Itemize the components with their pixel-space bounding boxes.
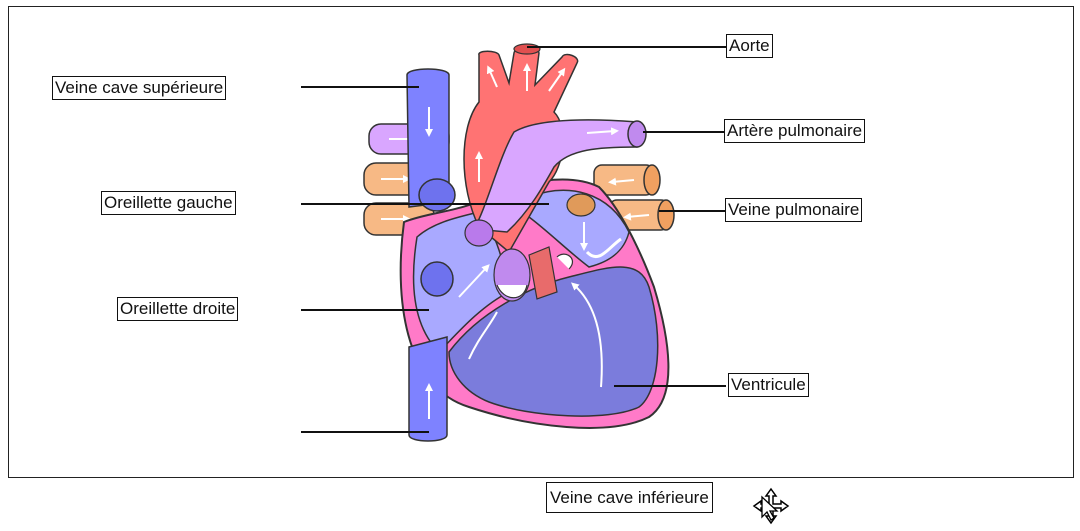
label-oreillette-gauche[interactable]: Oreillette gauche	[101, 191, 236, 215]
label-ventricule[interactable]: Ventricule	[728, 373, 809, 397]
label-veine-cave-superieure[interactable]: Veine cave supérieure	[52, 76, 226, 100]
move-cursor-icon	[748, 487, 794, 527]
label-aorte[interactable]: Aorte	[726, 34, 773, 58]
label-artere-pulmonaire[interactable]: Artère pulmonaire	[724, 119, 865, 143]
diagram-canvas: Aorte Veine cave supérieure Artère pulmo…	[8, 6, 1074, 478]
dragged-label-veine-cave-inferieure[interactable]: Veine cave inférieure	[546, 482, 713, 513]
label-veine-pulmonaire[interactable]: Veine pulmonaire	[725, 198, 862, 222]
label-oreillette-droite[interactable]: Oreillette droite	[117, 297, 238, 321]
